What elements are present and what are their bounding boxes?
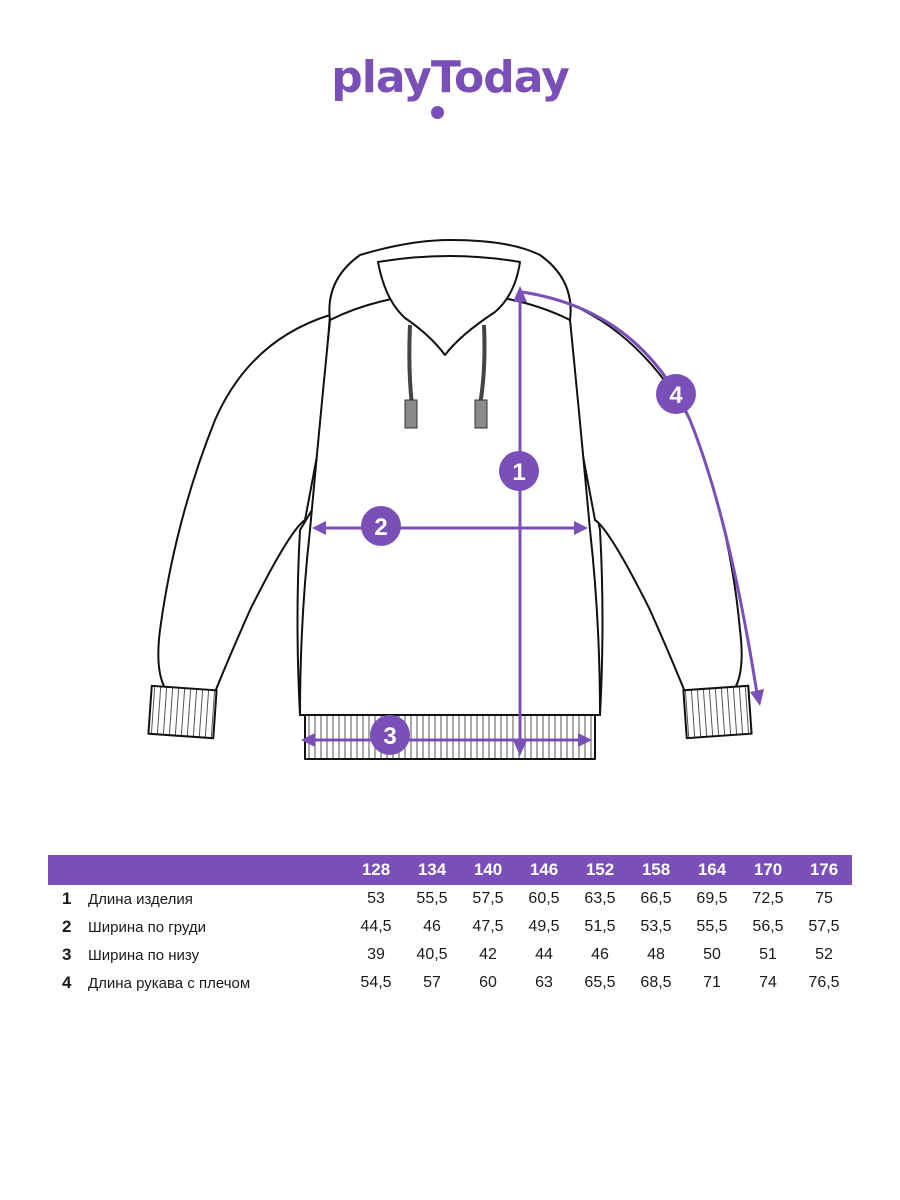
svg-text:3: 3 [383, 723, 396, 750]
table-cell: 48 [647, 946, 665, 963]
svg-text:2: 2 [374, 514, 387, 541]
row-label: Ширина по низу [88, 946, 200, 964]
table-cell: 47,5 [472, 918, 504, 935]
drawstrings [404, 324, 488, 429]
table-cell: 51 [759, 946, 777, 963]
table-row: 3 Ширина по низу 39 40,5 42 44 46 48 50 … [48, 941, 852, 969]
row-label: Ширина по груди [88, 918, 207, 936]
marker-4: 4 [656, 374, 696, 414]
row-number: 4 [62, 973, 72, 992]
table-cell: 50 [703, 946, 721, 963]
table-row: 1 Длина изделия 53 55,5 57,5 60,5 63,5 6… [48, 885, 852, 913]
marker-1: 1 [499, 451, 539, 491]
table-cell: 40,5 [416, 946, 448, 963]
row-label: Длина изделия [88, 890, 193, 908]
row-number: 1 [62, 889, 72, 908]
table-cell: 66,5 [640, 890, 672, 907]
table-cell: 76,5 [808, 974, 840, 991]
size-header: 152 [585, 860, 615, 879]
table-cell: 53,5 [640, 918, 672, 935]
table-cell: 56,5 [752, 918, 784, 935]
table-cell: 52 [815, 946, 833, 963]
table-cell: 57,5 [808, 918, 840, 935]
size-header-row: 128 134 140 146 152 158 164 170 176 [48, 855, 852, 885]
size-table: 128 134 140 146 152 158 164 170 176 1 Дл… [48, 855, 852, 997]
table-cell: 49,5 [528, 918, 560, 935]
svg-text:4: 4 [669, 382, 683, 409]
table-cell: 53 [367, 890, 385, 907]
measurement-lines [305, 290, 760, 752]
table-cell: 54,5 [360, 974, 392, 991]
table-cell: 75 [815, 890, 833, 907]
table-cell: 71 [703, 974, 721, 991]
size-header: 170 [753, 860, 783, 879]
svg-text:1: 1 [512, 459, 525, 486]
size-header: 176 [809, 860, 839, 879]
marker-2: 2 [361, 506, 401, 546]
table-cell: 46 [423, 918, 441, 935]
table-cell: 39 [367, 946, 385, 963]
size-header: 158 [641, 860, 671, 879]
size-header: 164 [697, 860, 727, 879]
marker-3: 3 [370, 715, 410, 755]
table-cell: 55,5 [696, 918, 728, 935]
size-header: 134 [417, 860, 447, 879]
table-cell: 44,5 [360, 918, 392, 935]
row-label: Длина рукава с плечом [88, 974, 251, 992]
table-cell: 46 [591, 946, 609, 963]
row-number: 2 [62, 917, 72, 936]
table-row: 4 Длина рукава с плечом 54,5 57 60 63 65… [48, 969, 852, 997]
table-cell: 60,5 [528, 890, 560, 907]
hoodie-diagram: 1 2 3 4 [147, 239, 764, 760]
table-cell: 63,5 [584, 890, 616, 907]
table-cell: 55,5 [416, 890, 448, 907]
size-header: 140 [473, 860, 503, 879]
table-cell: 65,5 [584, 974, 616, 991]
hoodie-outline [147, 239, 753, 760]
table-cell: 69,5 [696, 890, 728, 907]
table-cell: 42 [479, 946, 497, 963]
size-header: 146 [529, 860, 559, 879]
table-cell: 57 [423, 974, 441, 991]
table-cell: 74 [759, 974, 777, 991]
table-cell: 72,5 [752, 890, 784, 907]
table-row: 2 Ширина по груди 44,5 46 47,5 49,5 51,5… [48, 913, 852, 941]
size-header: 128 [361, 860, 391, 879]
logo-dot [431, 106, 444, 119]
table-cell: 60 [479, 974, 497, 991]
table-cell: 44 [535, 946, 553, 963]
brand-logo: playToday [331, 52, 570, 103]
arrow-heads [301, 286, 764, 756]
table-cell: 68,5 [640, 974, 672, 991]
row-number: 3 [62, 945, 72, 964]
table-cell: 57,5 [472, 890, 504, 907]
table-cell: 51,5 [584, 918, 616, 935]
table-cell: 63 [535, 974, 553, 991]
